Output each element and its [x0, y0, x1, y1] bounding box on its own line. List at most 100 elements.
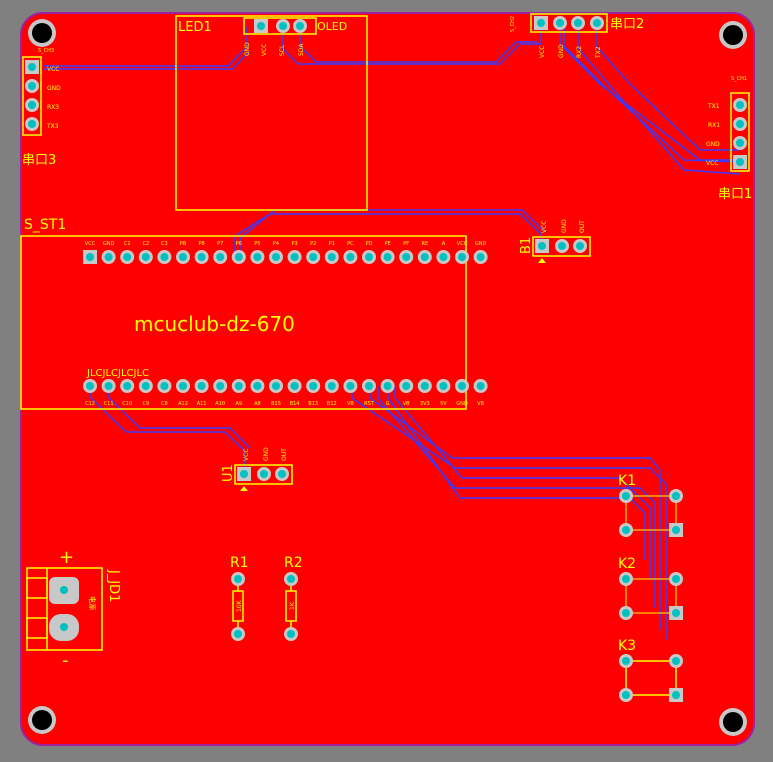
led1-pins	[254, 19, 307, 33]
led1-pin-label: VCC	[261, 44, 268, 56]
port1-pin-label: TX1	[707, 103, 720, 110]
port2-pin-label: VCC	[539, 46, 546, 58]
pin-hole	[104, 253, 113, 261]
s-st1-ref: S_ST1	[24, 217, 66, 233]
mcu-top-pin-label: PC	[347, 241, 354, 247]
pin-hole	[420, 382, 429, 390]
led1-label: OLED	[317, 20, 347, 33]
port1-small: S_CH1	[731, 76, 747, 82]
b1-sensor: B1 VCC GND OUT	[519, 219, 591, 263]
pin-hole	[104, 382, 113, 390]
led1-pin-label: SCL	[279, 44, 286, 56]
b1-pin-label: VCC	[541, 221, 548, 233]
led1-pin-label: GND	[244, 42, 251, 56]
mcu-top-pin-label: P7	[217, 241, 223, 247]
mcu-top-pin-label: P4	[273, 241, 279, 247]
u1-pin-label: GND	[263, 447, 270, 461]
pin-hole	[290, 253, 299, 261]
pin-hole	[160, 253, 169, 261]
pin-hole	[197, 253, 206, 261]
mcu-bottom-pin-label: VB	[347, 401, 354, 407]
pin-hole	[141, 382, 150, 390]
mcu-bottom-pin-label: C8	[161, 401, 168, 407]
power-label: 电源	[88, 596, 97, 610]
mcu-top-pin-label: P6	[236, 241, 242, 247]
pin-hole	[197, 382, 206, 390]
port2-pin-label: TX2	[595, 46, 602, 59]
pin-hole	[402, 253, 411, 261]
mcu-bottom-pin-label: B12	[327, 401, 337, 407]
mcu-bottom-pin-label: C12	[85, 401, 95, 407]
resistor-r1: R1 10K	[230, 555, 249, 641]
board-title: mcuclub-dz-670	[134, 312, 295, 336]
r2-value: 1K	[289, 601, 296, 610]
k1-ref: K1	[618, 473, 636, 489]
pin-hole	[160, 382, 169, 390]
mcu-bottom-pin-label: C11	[104, 401, 114, 407]
port1-pin-label: GND	[706, 141, 720, 148]
mcu-bottom-pin-label: 5V	[440, 401, 447, 407]
mcu-top-pin-label: PD	[366, 241, 373, 247]
r1-value: 10K	[236, 599, 243, 612]
mcu-top-pin-label: VCC	[85, 241, 96, 247]
pin-hole	[216, 253, 225, 261]
pin-hole	[439, 382, 448, 390]
mcu-bottom-pin-label: B14	[290, 401, 300, 407]
pin-hole	[365, 253, 373, 261]
pin-hole	[216, 382, 225, 390]
pin-hole	[234, 382, 243, 390]
port2-small: S_CH2	[510, 16, 516, 32]
b1-ref: B1	[519, 237, 534, 254]
mcu-top-pin-label: P5	[254, 241, 260, 247]
u1-sensor: U1 VCC GND OUT	[221, 447, 293, 491]
pin-hole	[458, 382, 466, 390]
k2-ref: K2	[618, 556, 636, 572]
port3-pin-label: TX3	[46, 123, 59, 130]
pin-hole	[309, 253, 318, 261]
mcu-top-pin-label: GND	[475, 241, 487, 247]
mcu-top-pin-label: C2	[142, 241, 149, 247]
mcu-bottom-pin-label: A11	[197, 401, 207, 407]
mcu-top-pin-label: PB	[180, 241, 187, 247]
pin-hole	[327, 253, 336, 261]
pin-hole	[179, 382, 187, 390]
pin-hole	[346, 382, 355, 390]
port1-ref: 串口1	[718, 187, 752, 202]
key-k3: K3	[618, 638, 683, 702]
pin-hole	[123, 253, 132, 261]
key-k2: K2	[618, 556, 683, 620]
pin-hole	[309, 382, 318, 390]
led1-ref: LED1	[178, 20, 212, 35]
mcu-bottom-pin-label: GND	[456, 401, 468, 407]
pin-hole	[123, 382, 132, 390]
port3-pin-label: RX3	[47, 104, 59, 111]
pin-hole	[476, 382, 485, 390]
pin-hole	[346, 253, 355, 261]
pin-hole	[179, 253, 187, 261]
mcu-top-pin-label: P1	[329, 241, 335, 247]
mcu-top-pin-label: P3	[291, 241, 297, 247]
port3-pin-label: GND	[47, 85, 61, 92]
mcu-bottom-pin-label: A10	[215, 401, 225, 407]
mcu-top-pin-label: VCC	[457, 241, 468, 247]
mcu-top-pin-label: P8	[198, 241, 204, 247]
k3-ref: K3	[618, 638, 636, 654]
pin-hole	[402, 382, 411, 390]
mcu-bottom-pin-label: B13	[308, 401, 318, 407]
port2-pin-label: GND	[558, 44, 565, 58]
mcu-bottom-pin-label: 3V3	[420, 401, 430, 407]
mcu-bottom-pin-label: A9	[235, 401, 242, 407]
mcu-bottom-pin-label: VB	[403, 401, 410, 407]
pin-hole	[383, 382, 392, 390]
led1-module: LED1 OLED GND VCC SCL SDA	[175, 15, 368, 211]
pin-hole	[458, 253, 466, 261]
mcu-bottom-pin-label: VB	[477, 401, 484, 407]
mcu-top-pin-label: PE	[385, 241, 391, 247]
u1-pin-label: VCC	[243, 449, 250, 461]
u1-ref: U1	[221, 464, 236, 482]
pin-hole	[365, 382, 373, 390]
pin-hole	[439, 253, 448, 261]
